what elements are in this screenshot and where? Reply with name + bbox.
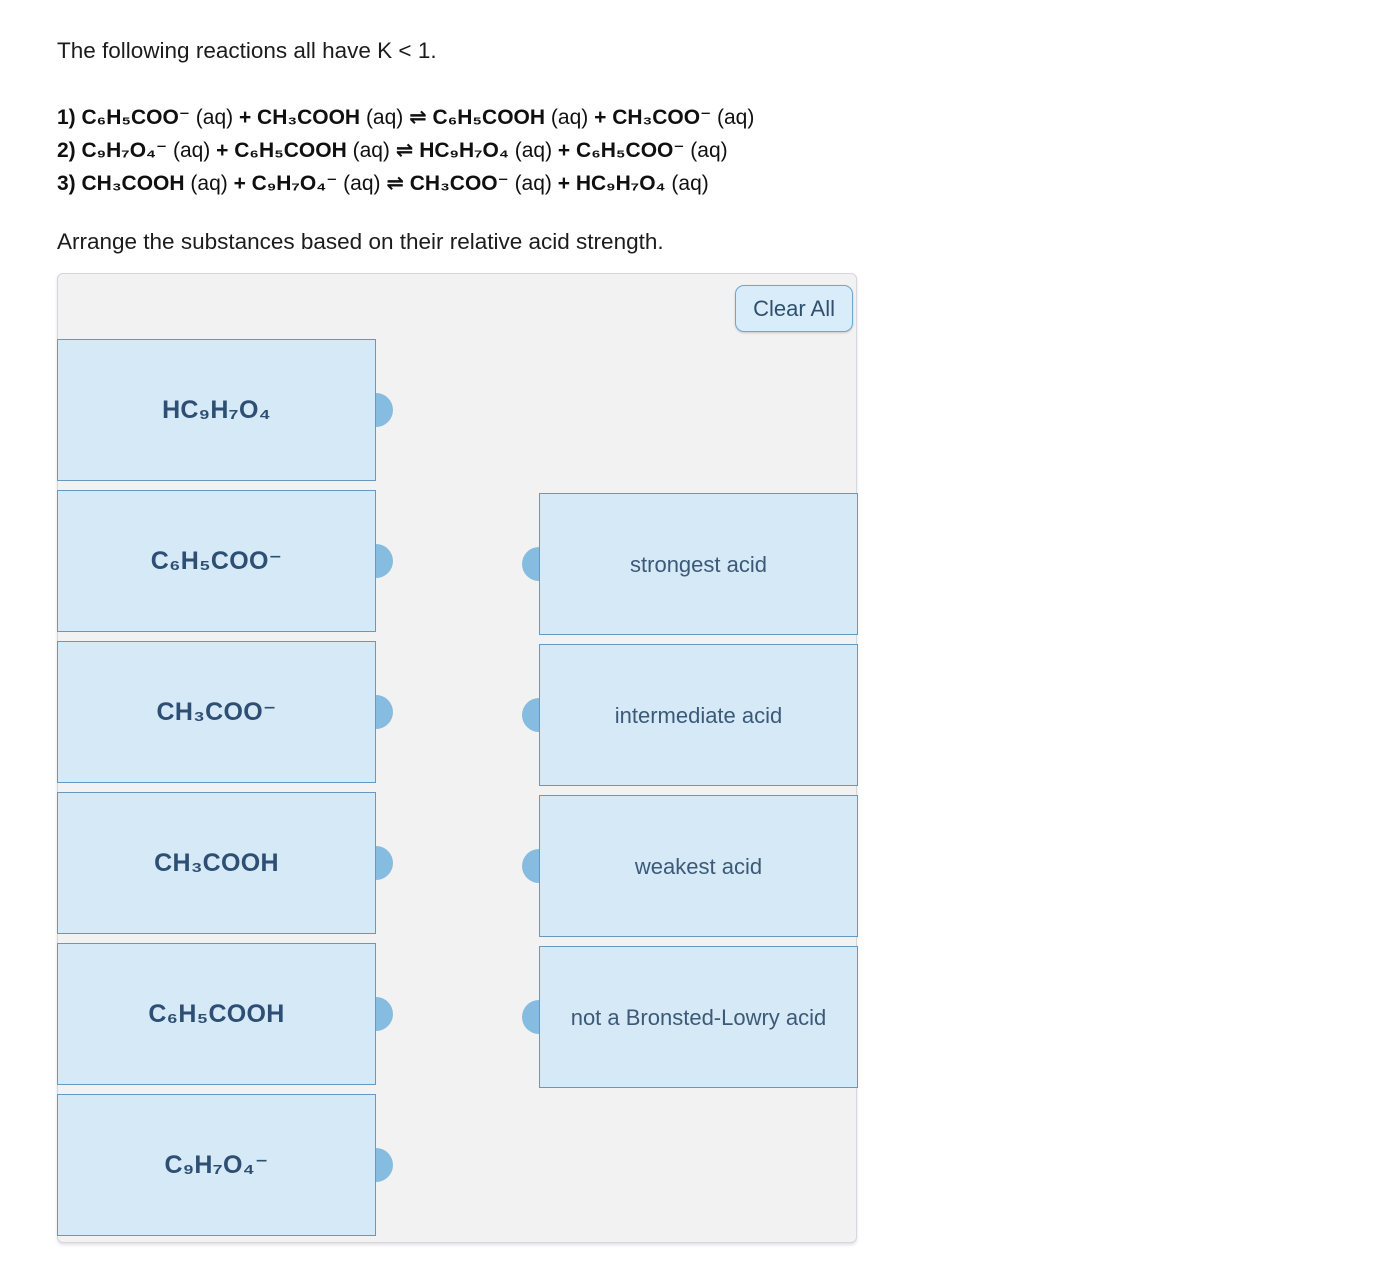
intro-text: The following reactions all have K < 1. xyxy=(57,38,437,63)
connector-dot-icon xyxy=(522,698,539,732)
connector-dot-icon xyxy=(376,846,393,880)
draggable-card[interactable]: HC₉H₇O₄ xyxy=(57,339,393,481)
draggable-card[interactable]: CH₃COOH xyxy=(57,792,393,934)
connector-dot-icon xyxy=(376,997,393,1031)
reactions-list: 1) C₆H₅COO⁻ (aq) + CH₃COOH (aq) ⇌ C₆H₅CO… xyxy=(57,101,754,200)
drop-target[interactable]: intermediate acid xyxy=(522,644,858,786)
clear-all-button[interactable]: Clear All xyxy=(735,285,853,332)
connector-dot-icon xyxy=(522,1000,539,1034)
reaction-equation: 3) CH₃COOH (aq) + C₉H₇O₄⁻ (aq) ⇌ CH₃COO⁻… xyxy=(57,172,709,195)
drop-target-label: intermediate acid xyxy=(614,702,783,728)
connector-dot-icon xyxy=(522,849,539,883)
card-formula-label: C₆H₅COOH xyxy=(148,999,285,1028)
card-formula-label: CH₃COOH xyxy=(154,848,279,877)
drop-target-label: strongest acid xyxy=(630,551,767,577)
card-formula-label: CH₃COO⁻ xyxy=(156,698,277,726)
card-formula-label: HC₉H₇O₄ xyxy=(162,395,271,424)
draggable-card[interactable]: C₉H₇O₄⁻ xyxy=(57,1094,393,1236)
drop-target-label: not a Bronsted-Lowry acid xyxy=(570,1004,827,1030)
connector-dot-icon xyxy=(376,695,393,729)
draggable-card[interactable]: C₆H₅COOH xyxy=(57,943,393,1085)
connector-dot-icon xyxy=(522,547,539,581)
drop-target[interactable]: strongest acid xyxy=(522,493,858,635)
card-formula-label: C₆H₅COO⁻ xyxy=(150,547,283,575)
drop-target-label: weakest acid xyxy=(634,853,763,879)
connector-dot-icon xyxy=(376,393,393,427)
drop-target[interactable]: weakest acid xyxy=(522,795,858,937)
drop-target[interactable]: not a Bronsted-Lowry acid xyxy=(522,946,858,1088)
draggable-card[interactable]: CH₃COO⁻ xyxy=(57,641,393,783)
reaction-equation: 2) C₉H₇O₄⁻ (aq) + C₆H₅COOH (aq) ⇌ HC₉H₇O… xyxy=(57,139,728,162)
prompt-text: Arrange the substances based on their re… xyxy=(57,229,664,254)
connector-dot-icon xyxy=(376,544,393,578)
card-formula-label: C₉H₇O₄⁻ xyxy=(164,1151,269,1179)
connector-dot-icon xyxy=(376,1148,393,1182)
matching-panel: Clear All HC₉H₇O₄ C₆H₅COO⁻ CH₃COO⁻ CH₃COOH C… xyxy=(57,273,858,1243)
draggable-card[interactable]: C₆H₅COO⁻ xyxy=(57,490,393,632)
reaction-equation: 1) C₆H₅COO⁻ (aq) + CH₃COOH (aq) ⇌ C₆H₅CO… xyxy=(57,106,755,129)
